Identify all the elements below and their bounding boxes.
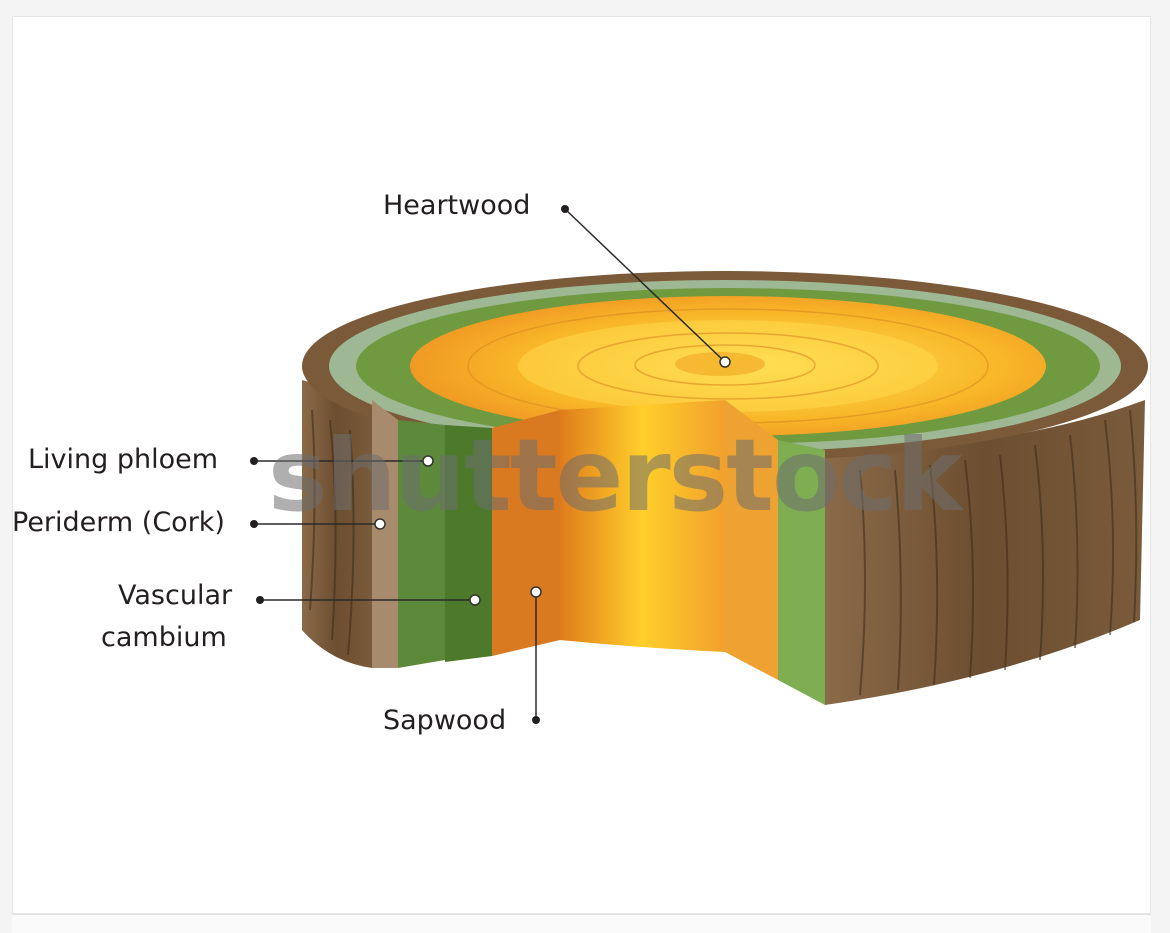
label-heartwood: Heartwood bbox=[383, 190, 531, 221]
bottom-toolbar-strip bbox=[12, 914, 1151, 933]
label-sapwood: Sapwood bbox=[383, 705, 507, 736]
label-dots bbox=[250, 205, 731, 724]
label-vascular-line1: Vascular bbox=[118, 580, 233, 611]
leader-lines bbox=[254, 208, 726, 720]
wedge-cutaway bbox=[372, 400, 825, 705]
label-living-phloem: Living phloem bbox=[28, 444, 219, 475]
label-periderm: Periderm (Cork) bbox=[12, 507, 225, 538]
watermark-text: shutterstock bbox=[268, 417, 965, 534]
label-vascular-line2: cambium bbox=[101, 622, 227, 653]
